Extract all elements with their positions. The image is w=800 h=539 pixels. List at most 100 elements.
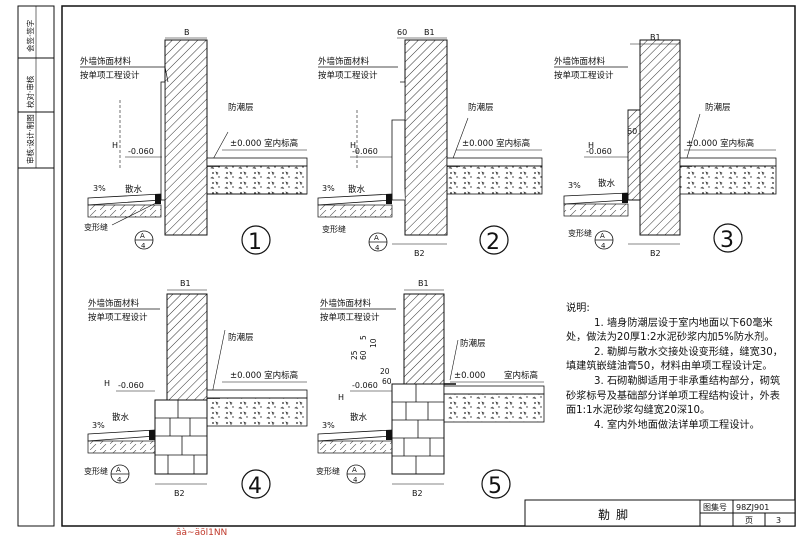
sheet-border [61,5,796,527]
apron-label: 散水 [112,412,130,423]
dim-H: H [112,141,118,150]
dim-B1: B1 [418,279,429,288]
finish-label: 外墙饰面材料 [88,298,140,309]
dpc-label: 防潮层 [705,102,731,113]
detail-4: 外墙饰面材料 按单项工程设计 B1 防潮层 ±0.000 室内标高 -0.060… [84,279,308,499]
dim-60: 60 [627,127,637,136]
joint-label: 变形缝 [316,466,340,476]
slope-label: 3% [92,421,105,430]
apron-label: 散水 [350,412,368,423]
note-2b: 填建筑嵌缝油膏50，材料由单项工程设计定。 [566,361,773,373]
finish-label-2: 按单项工程设计 [318,70,378,81]
finish-label-2: 按单项工程设计 [80,70,140,81]
side-strip-row2: 校对·审核 [25,75,35,108]
note-2a: 2. 勒脚与散水交接处设变形缝，缝宽30， [594,346,783,358]
side-strip-row1: 会签·签字 [25,20,35,52]
apron-label: 散水 [125,184,143,195]
joint-label: 变形缝 [322,224,346,234]
level-label: ±0.000 室内标高 [686,138,754,149]
atlas-value: 98ZJ901 [736,503,769,512]
ref-mark-bot: 4 [353,476,358,484]
note-3a: 3. 石砌勒脚适用于非承重结构部分，砌筑 [594,375,781,387]
ref-mark-top: A [374,234,379,242]
finish-label-2: 按单项工程设计 [554,70,614,81]
dim-60: 60 [359,350,368,360]
finish-label: 外墙饰面材料 [554,56,606,67]
level-label-2b: 室内标高 [504,370,538,381]
finish-label: 外墙饰面材料 [318,56,370,67]
dim-B2: B2 [412,489,423,498]
dim-25: 25 [350,350,359,360]
dim-B1: B1 [424,28,435,37]
drawing-title: 勒脚 [598,507,634,522]
ref-mark-bot: 4 [601,242,606,250]
dim-B1: B1 [180,279,191,288]
detail-1: 外墙饰面材料 按单项工程设计 B H 防潮层 ±0.000 室内标高 -0.06… [80,28,308,255]
ext-level: -0.060 [586,147,612,156]
stone-base [391,383,445,475]
dim-H: H [104,379,110,388]
dim-B2: B2 [650,249,661,258]
joint-label: 变形缝 [84,466,108,476]
detail-number-2: 2 [486,230,500,255]
note-3c: 面1:1水泥砂浆勾缝宽20深10。 [566,405,711,417]
dpc-label: 防潮层 [468,102,494,113]
note-3b: 砂浆标号及基础部分详单项工程结构设计，外表 [566,390,780,402]
notes-heading: 说明: [566,303,590,314]
ext-level: -0.060 [352,381,378,390]
ref-mark-bot: 4 [141,242,146,250]
dim-60: 60 [382,377,392,386]
ext-level: -0.060 [118,381,144,390]
slope-label: 3% [568,181,581,190]
level-label: ±0.000 室内标高 [230,138,298,149]
finish-label-2: 按单项工程设计 [320,312,380,323]
level-label: ±0.000 室内标高 [230,370,298,381]
detail-number-1: 1 [248,230,262,255]
stone-base [154,399,208,475]
dim-5: 5 [359,335,368,340]
dim-B1: B1 [650,33,661,42]
apron-label: 散水 [348,184,366,195]
dim-20: 20 [380,367,390,376]
ref-mark-top: A [140,232,145,240]
level-label: ±0.000 室内标高 [462,138,530,149]
dpc-label: 防潮层 [460,338,486,349]
finish-label: 外墙饰面材料 [320,298,372,309]
level-label-2: ±0.000 [454,371,485,381]
page-value: 3 [776,516,781,525]
ext-level: -0.060 [128,147,154,156]
joint-label: 变形缝 [568,228,592,238]
side-strip-row3: 审核·设计·制图 [25,114,35,164]
slope-label: 3% [322,421,335,430]
detail-number-3: 3 [720,228,734,253]
title-block: 勒脚 图集号 98ZJ901 页 3 [524,499,796,527]
dim-B2: B2 [174,489,185,498]
detail-5: 外墙饰面材料 按单项工程设计 B1 25 60 5 10 20 60 防潮层 [316,279,545,499]
ref-mark-top: A [600,232,605,240]
dim-60: 60 [397,28,407,37]
detail-3: 外墙饰面材料 按单项工程设计 B1 60 H 防潮层 ±0.000 室内标高 -… [554,33,777,258]
note-1b: 处，做法为20厚1:2水泥砂浆内加5%防水剂。 [566,332,775,344]
page-label: 页 [745,516,753,525]
slope-label: 3% [322,184,335,193]
dpc-label: 防潮层 [228,102,254,113]
joint-label: 变形缝 [84,222,108,232]
side-strip: 会签·签字 校对·审核 审核·设计·制图 [17,5,55,527]
ref-mark-bot: 4 [375,244,380,252]
ref-mark-bot: 4 [117,476,122,484]
dim-H: H [588,141,594,150]
ext-level: -0.060 [352,147,378,156]
dpc-label: 防潮层 [228,332,254,343]
finish-label: 外墙饰面材料 [80,56,132,67]
note-4: 4. 室内外地面做法详单项工程设计。 [594,419,760,431]
detail-2: 外墙饰面材料 按单项工程设计 60 B1 H 防潮层 ±0.000 室内标高 -… [317,28,543,258]
atlas-label: 图集号 [703,502,727,512]
dim-H: H [338,393,344,402]
footer-stamp: âà~äõl1NN [176,528,228,538]
notes: 说明: 1. 墙身防潮层设于室内地面以下60毫米 处，做法为20厚1:2水泥砂浆… [566,302,788,433]
dim-B2: B2 [414,249,425,258]
finish-label-2: 按单项工程设计 [88,312,148,323]
note-1a: 1. 墙身防潮层设于室内地面以下60毫米 [594,317,773,329]
detail-number-5: 5 [488,474,502,499]
